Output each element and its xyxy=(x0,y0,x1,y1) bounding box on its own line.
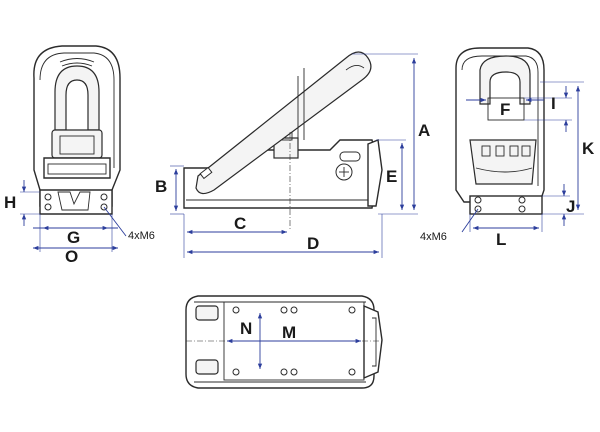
dim-label-F: F xyxy=(500,100,510,119)
rear-view-dimensions xyxy=(461,81,584,233)
thread-note-right: 4xM6 xyxy=(420,231,447,243)
dim-label-D: D xyxy=(307,234,319,253)
rear-view xyxy=(455,47,545,215)
dim-label-M: M xyxy=(282,323,296,342)
front-view-dimensions xyxy=(20,180,127,252)
dim-label-J: J xyxy=(566,197,575,216)
side-view-dimensions xyxy=(170,53,418,258)
dim-label-N: N xyxy=(240,319,252,338)
dim-label-A: A xyxy=(418,121,430,140)
front-view xyxy=(33,45,121,215)
dim-label-I: I xyxy=(551,94,556,113)
dim-label-C: C xyxy=(234,214,246,233)
dim-label-B: B xyxy=(155,177,167,196)
dim-label-G: G xyxy=(67,228,80,247)
bottom-view xyxy=(185,295,383,389)
bottom-view-dimensions xyxy=(227,313,361,369)
thread-note-left: 4xM6 xyxy=(128,230,155,242)
dim-label-E: E xyxy=(386,167,397,186)
dim-label-K: K xyxy=(582,139,595,158)
dim-label-O: O xyxy=(65,247,78,266)
dim-label-L: L xyxy=(496,230,506,249)
dim-label-H: H xyxy=(4,193,16,212)
side-view xyxy=(183,51,383,230)
